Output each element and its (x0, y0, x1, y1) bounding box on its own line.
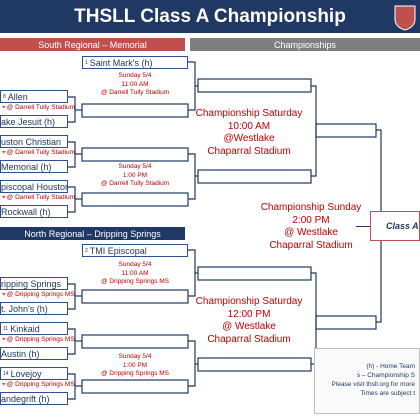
seed: 1 (85, 59, 88, 66)
final-champion-box[interactable]: Class A (370, 211, 420, 241)
map-pin-icon: ⌖ (2, 104, 6, 111)
championships-header: Championships (190, 38, 420, 51)
map-pin-icon: ⌖ (2, 194, 6, 201)
legend-line-4: Times are subject t (360, 390, 415, 397)
team-name: Saint Mark's (h) (89, 57, 153, 68)
legend-line-3: Please visit thsll.org for more (331, 381, 415, 388)
team-name: Austin (h) (1, 348, 40, 359)
team-name: Kinkaid (10, 323, 40, 334)
legend-line-1: (h) - Home Team (366, 363, 415, 370)
south-team-1[interactable]: 1 Saint Mark's (h) (82, 56, 188, 69)
north-team-3[interactable]: t. John's (h) (0, 302, 68, 315)
team-name: Rockwall (h) (1, 206, 51, 217)
south-location-1: ⌖@ Darrell Tully Stadium (2, 104, 76, 111)
map-pin-icon: ⌖ (2, 336, 6, 343)
legend-line-2: s – Championship S (356, 372, 415, 379)
team-name: ake Jesuit (h) (1, 116, 56, 127)
final-label: Class A (386, 221, 419, 231)
team-name: Allen (7, 91, 28, 102)
south-team-6[interactable]: piscopal Houston (0, 180, 68, 193)
page-title: THSLL Class A Championship (0, 0, 420, 33)
seed: 8 (3, 93, 6, 100)
map-pin-icon: ⌖ (2, 291, 6, 298)
south-team-2[interactable]: 8 Allen (0, 90, 68, 103)
south-regional-header: South Regional – Memorial (0, 38, 185, 51)
team-name: TMI Episcopal (89, 245, 147, 256)
north-team-5[interactable]: Austin (h) (0, 347, 68, 360)
north-team-6[interactable]: 14 Lovejoy (0, 367, 68, 380)
south-team-7[interactable]: Rockwall (h) (0, 205, 68, 218)
seed: 14 (3, 370, 9, 377)
league-logo (393, 4, 417, 31)
north-location-2: ⌖@ Dripping Springs MS (2, 336, 75, 343)
north-location-3: ⌖@ Dripping Springs MS (2, 381, 75, 388)
team-name: piscopal Houston (1, 181, 68, 192)
south-team-3[interactable]: ake Jesuit (h) (0, 115, 68, 128)
team-name: andegrift (h) (1, 393, 50, 404)
final-connector (356, 226, 370, 228)
north-regional-header: North Regional – Dripping Springs (0, 227, 185, 240)
team-name: Lovejoy (10, 368, 42, 379)
team-name: Memorial (h) (1, 161, 52, 172)
team-name: ripping Springs (1, 278, 62, 289)
south-team-5[interactable]: Memorial (h) (0, 160, 68, 173)
seed: 11 (3, 325, 9, 332)
map-pin-icon: ⌖ (2, 149, 6, 156)
south-team-4[interactable]: uston Christian (0, 135, 68, 148)
north-location-1: ⌖@ Dripping Springs MS (2, 291, 75, 298)
south-location-2: ⌖@ Darrell Tully Stadium (2, 149, 76, 156)
map-pin-icon: ⌖ (2, 381, 6, 388)
legend-box: (h) - Home Team s – Championship S Pleas… (314, 348, 420, 414)
north-team-1[interactable]: 2 TMI Episcopal (82, 244, 188, 257)
seed: 2 (85, 247, 88, 254)
team-name: t. John's (h) (1, 303, 48, 314)
north-team-4[interactable]: 11 Kinkaid (0, 322, 68, 335)
south-location-3: ⌖@ Darrell Tully Stadium (2, 194, 76, 201)
team-name: uston Christian (1, 136, 62, 147)
north-team-2[interactable]: ripping Springs (0, 277, 68, 290)
north-team-7[interactable]: andegrift (h) (0, 392, 68, 405)
